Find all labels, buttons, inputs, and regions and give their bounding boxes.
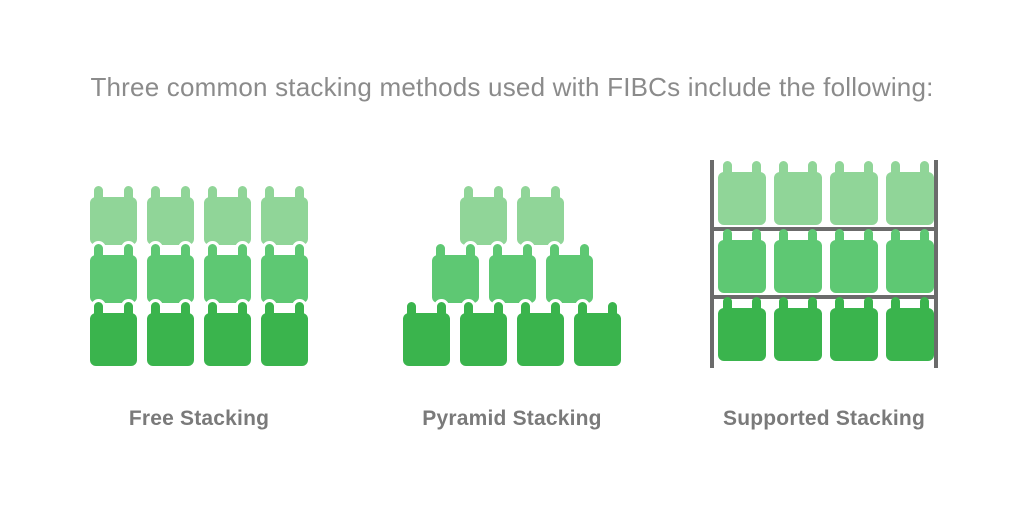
fibc-bag-icon (460, 186, 507, 245)
supported-stacking-diagram (710, 160, 938, 368)
fibc-bag-icon (431, 244, 479, 303)
bag-body (204, 313, 251, 366)
fibc-bag-icon (488, 244, 536, 303)
bag-body (90, 255, 137, 303)
bag-row (403, 244, 621, 303)
bag-row (718, 297, 934, 361)
bag-body (431, 255, 479, 303)
fibc-bag-icon (574, 302, 621, 366)
bag-body (774, 172, 822, 225)
rack-shelf-icon (710, 295, 938, 299)
fibc-bag-icon (147, 244, 194, 303)
bag-body (774, 308, 822, 361)
bag-row (403, 186, 621, 245)
bag-body (403, 313, 450, 366)
fibc-bag-icon (830, 161, 878, 225)
bag-body (204, 197, 251, 245)
fibc-bag-icon (261, 244, 308, 303)
supported-stacking-label: Supported Stacking (723, 407, 925, 430)
bag-body (460, 313, 507, 366)
fibc-bag-icon (774, 229, 822, 293)
bag-row (403, 302, 621, 366)
fibc-bag-icon (204, 302, 251, 366)
bag-body (886, 308, 934, 361)
bag-body (886, 172, 934, 225)
supported-stacking-bags (710, 160, 938, 368)
bag-body (90, 197, 137, 245)
fibc-bag-icon (90, 244, 137, 303)
rack-shelf-icon (710, 227, 938, 231)
free-stacking-label: Free Stacking (128, 407, 270, 430)
pyramid-stacking-label: Pyramid Stacking (422, 407, 602, 430)
fibc-bag-icon (886, 161, 934, 225)
fibc-bag-icon (204, 186, 251, 245)
fibc-bag-icon (830, 229, 878, 293)
rack-post-left-icon (710, 160, 714, 368)
fibc-bag-icon (718, 161, 766, 225)
fibc-bag-icon (90, 186, 137, 245)
fibc-bag-icon (261, 186, 308, 245)
fibc-bag-icon (517, 302, 564, 366)
pyramid-stacking-diagram (403, 186, 621, 366)
bag-body (574, 313, 621, 366)
bag-body (718, 172, 766, 225)
bag-body (774, 240, 822, 293)
fibc-bag-icon (517, 186, 564, 245)
bag-body (261, 197, 308, 245)
bag-body (886, 240, 934, 293)
fibc-bag-icon (830, 297, 878, 361)
bag-body (488, 255, 536, 303)
fibc-bag-icon (718, 229, 766, 293)
bag-row (718, 229, 934, 293)
fibc-bag-icon (460, 302, 507, 366)
bag-body (261, 255, 308, 303)
bag-body (147, 313, 194, 366)
fibc-bag-icon (774, 297, 822, 361)
fibc-bag-icon (90, 302, 137, 366)
fibc-bag-icon (403, 302, 450, 366)
fibc-bag-icon (774, 161, 822, 225)
bag-body (90, 313, 137, 366)
rack-post-right-icon (934, 160, 938, 368)
fibc-bag-icon (204, 244, 251, 303)
bag-body (830, 240, 878, 293)
fibc-bag-icon (147, 186, 194, 245)
bag-body (204, 255, 251, 303)
bag-body (261, 313, 308, 366)
bag-body (830, 172, 878, 225)
bag-body (545, 255, 593, 303)
bag-body (147, 255, 194, 303)
bag-body (517, 313, 564, 366)
bag-body (830, 308, 878, 361)
fibc-bag-icon (147, 302, 194, 366)
bag-body (147, 197, 194, 245)
fibc-bag-icon (718, 297, 766, 361)
bag-row (90, 244, 308, 303)
bag-row (90, 302, 308, 366)
bag-body (517, 197, 564, 245)
bag-row (718, 161, 934, 225)
fibc-bag-icon (261, 302, 308, 366)
bag-body (460, 197, 507, 245)
bag-body (718, 308, 766, 361)
bag-body (718, 240, 766, 293)
fibc-bag-icon (886, 229, 934, 293)
free-stacking-diagram (90, 186, 308, 366)
fibc-bag-icon (545, 244, 593, 303)
fibc-bag-icon (886, 297, 934, 361)
infographic-title: Three common stacking methods used with … (90, 72, 934, 102)
bag-row (90, 186, 308, 245)
